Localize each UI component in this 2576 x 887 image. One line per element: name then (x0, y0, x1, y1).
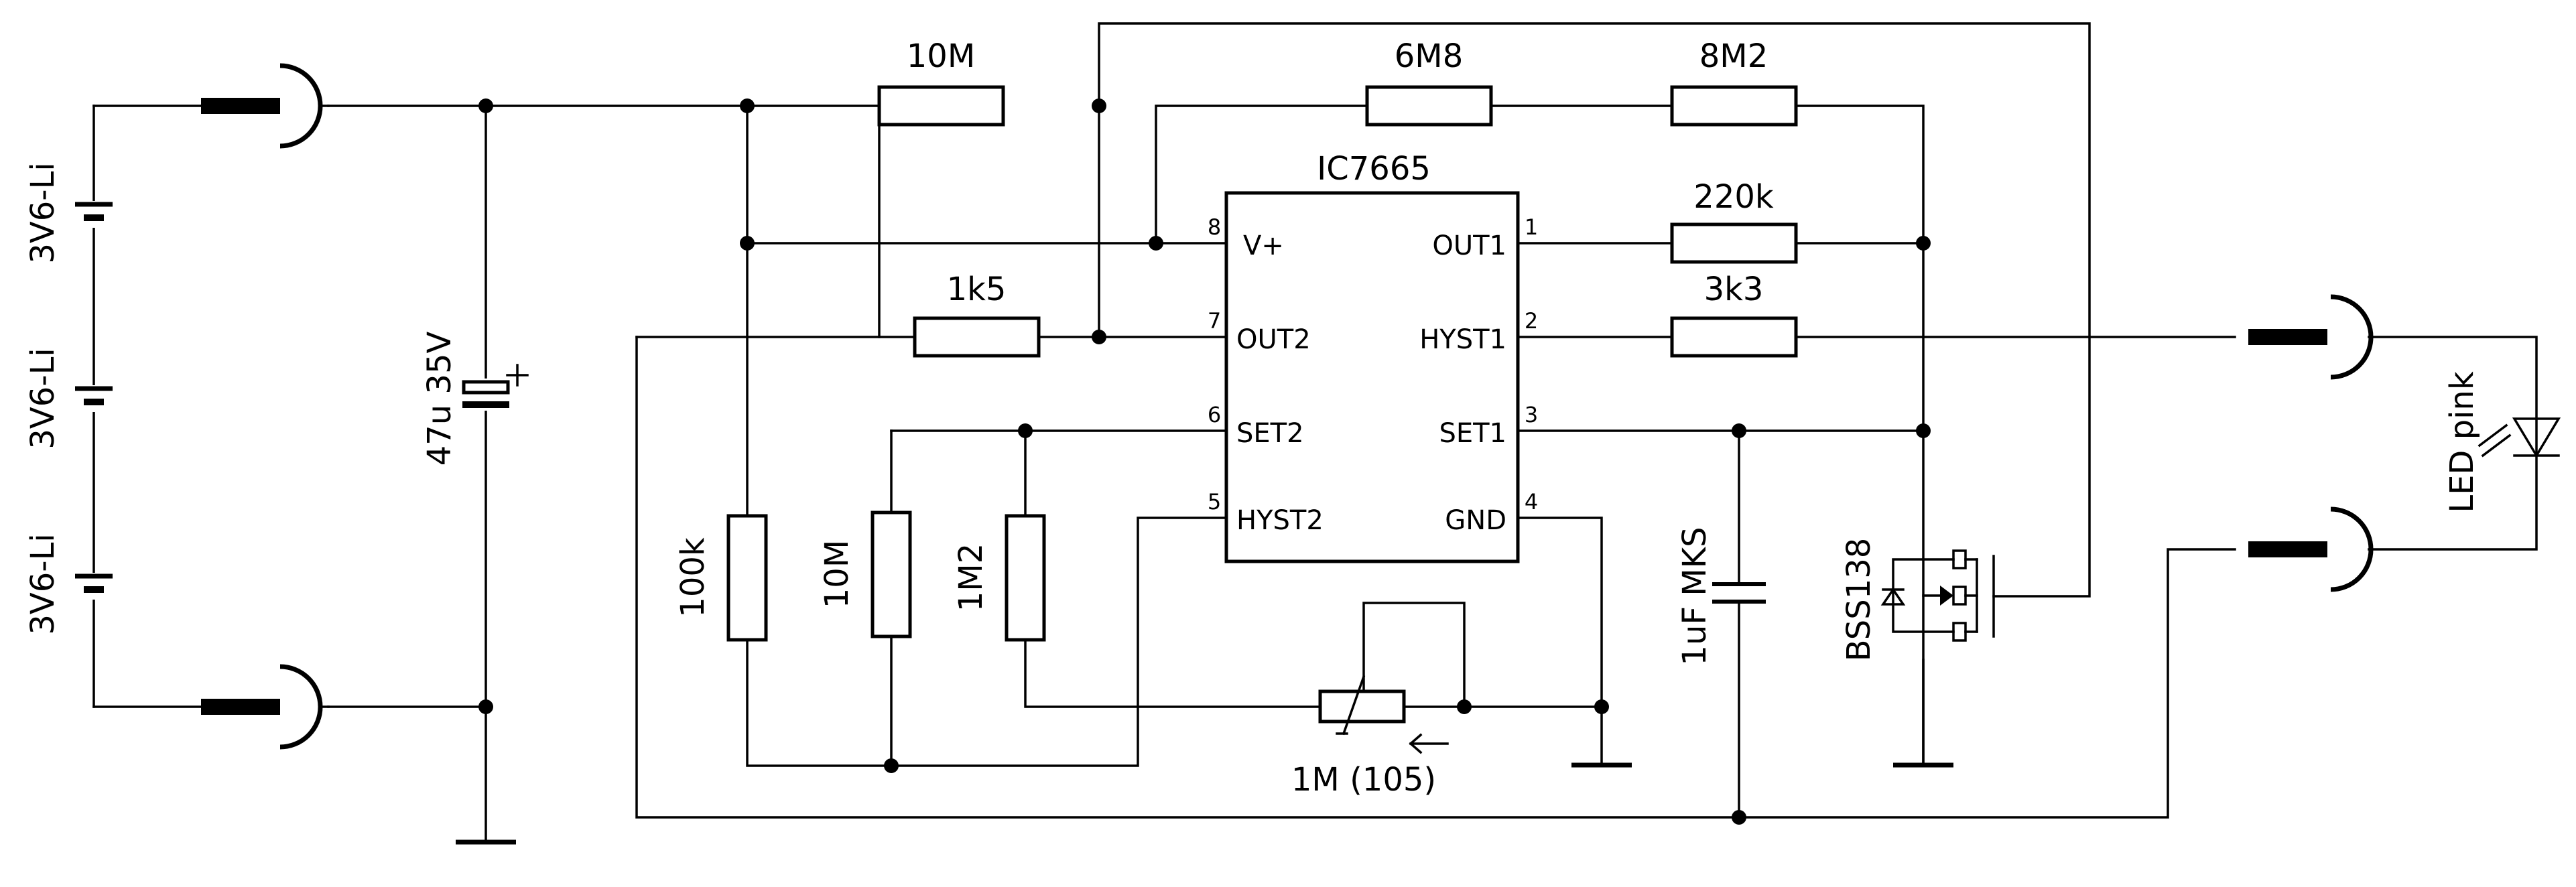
ic-name: IC7665 (1317, 150, 1431, 188)
battery-3-label: 3V6-Li (24, 533, 62, 634)
capacitor-47u-label: 47u 35V (421, 332, 458, 466)
resistor-10m-vertical (871, 510, 912, 638)
ic-pin-3-name: SET1 (1439, 418, 1506, 449)
capacitor-47u (462, 364, 529, 411)
resistor-1m2 (1005, 514, 1046, 642)
ic-pin-6-number: 6 (1208, 402, 1221, 427)
potentiometer-1m (1318, 675, 1449, 754)
capacitor-1uf (1712, 582, 1766, 604)
resistor-8m2-label: 8M2 (1699, 38, 1768, 75)
ic-pin-4-number: 4 (1525, 489, 1538, 515)
connector-top-right (2248, 294, 2374, 380)
resistor-1k5 (913, 316, 1041, 358)
resistor-100k (726, 514, 768, 642)
ic-pin-7-number: 7 (1208, 308, 1221, 334)
battery-2 (75, 385, 113, 412)
resistor-6m8 (1365, 85, 1493, 127)
ic-pin-5-name: HYST2 (1236, 505, 1324, 536)
ic-pin-1-number: 1 (1525, 214, 1538, 240)
resistor-220k-label: 220k (1693, 178, 1774, 216)
resistor-10m-top-label: 10M (907, 38, 976, 75)
ground-symbols (456, 762, 1953, 845)
resistor-10m-top (877, 85, 1005, 127)
battery-1 (75, 201, 113, 228)
resistor-8m2 (1670, 85, 1798, 127)
ic-pin-3-number: 3 (1525, 402, 1538, 427)
resistor-1k5-label: 1k5 (947, 271, 1007, 308)
led-pink (2477, 417, 2561, 458)
ic-pin-1-name: OUT1 (1432, 230, 1506, 261)
mosfet-bss138 (1880, 549, 1995, 642)
resistor-3k3-label: 3k3 (1704, 271, 1764, 308)
resistor-3k3 (1670, 316, 1798, 358)
resistor-10m-vertical-label: 10M (818, 540, 856, 609)
connector-bottom-right (2248, 506, 2374, 592)
battery-2-label: 3V6-Li (24, 348, 62, 449)
resistor-6m8-label: 6M8 (1395, 38, 1464, 75)
ic-pin-2-name: HYST1 (1419, 324, 1506, 355)
resistor-100k-label: 100k (674, 537, 712, 618)
capacitor-1uf-label: 1uF MKS (1676, 527, 1714, 665)
mosfet-bss138-label: BSS138 (1840, 538, 1878, 662)
ic-pin-6-name: SET2 (1236, 418, 1304, 449)
ic-pin-8-name: V+ (1243, 230, 1284, 261)
ic-pin-4-name: GND (1445, 505, 1506, 536)
ic-pin-7-name: OUT2 (1236, 324, 1311, 355)
ic-pin-5-number: 5 (1208, 489, 1221, 515)
resistor-1m2-label: 1M2 (952, 543, 990, 612)
junctions (478, 98, 1931, 825)
ic-pin-2-number: 2 (1525, 308, 1538, 334)
resistor-220k (1670, 222, 1798, 264)
ic-pin-8-number: 8 (1208, 214, 1221, 240)
ic-7665 (1224, 191, 1520, 563)
potentiometer-1m-label: 1M (105) (1291, 761, 1436, 799)
battery-1-label: 3V6-Li (24, 162, 62, 263)
connector-top-left (201, 63, 330, 149)
battery-3 (75, 573, 113, 600)
connector-bottom-left (201, 664, 330, 750)
led-pink-label: LED pink (2443, 371, 2481, 513)
